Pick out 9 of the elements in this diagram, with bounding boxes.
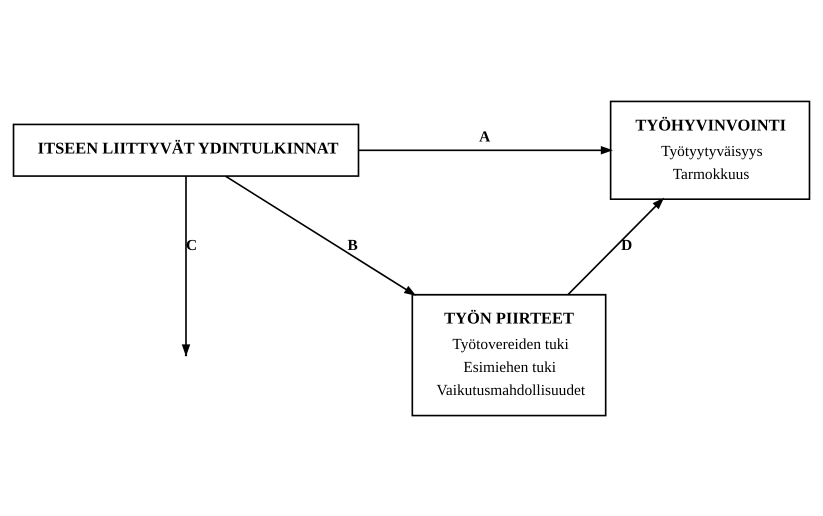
arrow [358, 146, 613, 154]
arrow [568, 197, 664, 294]
edge-label: A [479, 128, 490, 146]
node-box: TYÖN PIIRTEET Työtovereiden tuki Esimiehen tuki Vaikutusmahdollisuudet [412, 293, 606, 416]
node-box: ITSEEN LIITTYVÄT YDINTULKINNAT [12, 123, 360, 176]
node-box: TYÖHYVINVOINTI Työtyytyväisyys Tarmokkuus [610, 100, 810, 200]
arrow [225, 175, 416, 296]
edge-label: D [621, 236, 632, 254]
edge-label: B [348, 236, 358, 254]
